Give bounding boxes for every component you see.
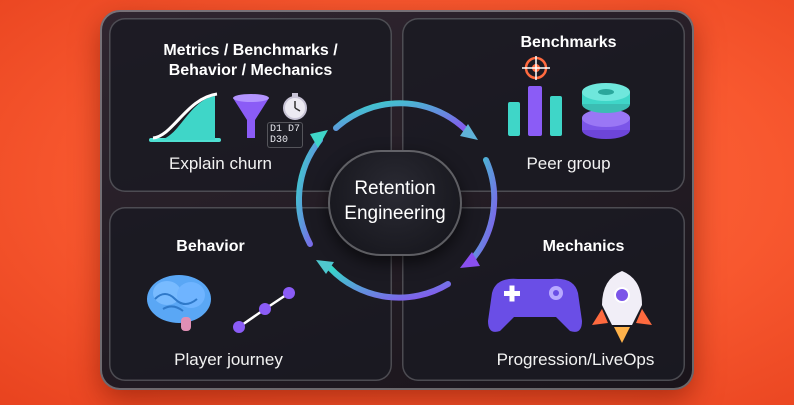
quadrant-benchmarks-caption: Peer group <box>526 154 611 173</box>
quadrant-metrics-title: Metrics / Benchmarks / Behavior / Mechan… <box>109 41 392 81</box>
day-badge-line1: D1 D7 <box>270 124 301 135</box>
quadrant-mechanics: Mechanics Progression/LiveOps <box>402 207 685 381</box>
center-title-line1: Retention <box>354 178 436 199</box>
quadrant-mechanics-title: Mechanics <box>542 238 625 255</box>
stopwatch-icon <box>283 93 307 120</box>
quadrant-benchmarks-title: Benchmarks <box>520 34 617 51</box>
path-dots-icon <box>233 287 295 333</box>
brain-icon <box>147 275 211 331</box>
quadrant-benchmarks: Benchmarks Peer group <box>402 18 685 192</box>
day-retention-badge: D1 D7 D30 <box>267 122 304 148</box>
quadrant-behavior-caption: Player journey <box>174 350 283 369</box>
cycle-arrow-left <box>295 130 328 247</box>
quadrant-metrics-title-line1: Metrics / Benchmarks / <box>163 42 338 59</box>
quadrant-behavior-title: Behavior <box>176 238 245 255</box>
quadrant-metrics: Metrics / Benchmarks / Behavior / Mechan… <box>109 18 392 192</box>
curve-chart-icon <box>149 92 221 142</box>
center-title: Retention Engineering <box>318 176 472 226</box>
coin-stack-icon <box>582 83 630 139</box>
bar-chart-icon <box>508 86 562 136</box>
rocket-icon <box>592 271 652 343</box>
target-icon <box>522 56 550 80</box>
funnel-icon <box>233 94 269 138</box>
gamepad-icon <box>488 278 582 332</box>
day-badge-line2: D30 <box>270 135 289 146</box>
quadrant-metrics-caption: Explain churn <box>168 154 272 173</box>
center-title-line2: Engineering <box>344 203 446 224</box>
quadrant-mechanics-caption: Progression/LiveOps <box>496 350 655 369</box>
quadrant-metrics-title-line2: Behavior / Mechanics <box>168 62 333 79</box>
cycle-arrow-bottom <box>316 260 451 301</box>
center-hub <box>328 150 462 256</box>
quadrant-behavior: Behavior Player journey <box>109 207 392 381</box>
cycle-arrow-top <box>333 100 478 140</box>
cycle-arrow-right <box>460 157 498 268</box>
